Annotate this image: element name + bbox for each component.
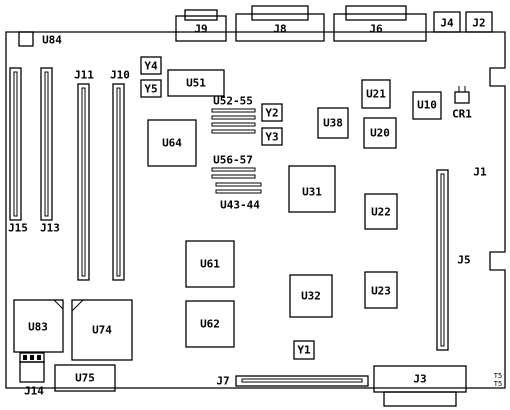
chip-group-u43-44: U43-44 xyxy=(215,182,262,212)
connector-j10: J10 xyxy=(110,69,130,281)
svg-text:U32: U32 xyxy=(301,290,321,303)
chip-u74: U74 xyxy=(71,299,133,361)
svg-text:J10: J10 xyxy=(110,69,130,82)
connector-j11: J11 xyxy=(74,69,94,281)
svg-text:U22: U22 xyxy=(371,206,391,219)
svg-text:J2: J2 xyxy=(472,17,485,30)
connector-j14: J14 xyxy=(19,352,45,398)
chip-u10: U10 xyxy=(412,91,442,120)
crystal-y5: Y5 xyxy=(140,79,162,98)
chip-u83: U83 xyxy=(13,299,64,353)
svg-text:T5: T5 xyxy=(494,372,502,380)
svg-text:J7: J7 xyxy=(216,375,229,388)
svg-text:U74: U74 xyxy=(92,324,112,337)
chip-u23: U23 xyxy=(364,271,398,309)
connector-j8: J8 xyxy=(235,5,325,42)
label-j1: J1 xyxy=(473,166,487,179)
svg-text:U10: U10 xyxy=(417,99,437,112)
svg-text:U61: U61 xyxy=(200,258,220,271)
svg-text:U56-57: U56-57 xyxy=(213,154,253,167)
crystal-y1: Y1 xyxy=(293,340,315,360)
connector-j2: J2 xyxy=(465,11,493,33)
svg-text:Y2: Y2 xyxy=(265,107,278,120)
chip-u51: U51 xyxy=(167,69,225,97)
chip-u31: U31 xyxy=(288,165,336,213)
crystal-y3: Y3 xyxy=(261,127,283,146)
svg-text:U43-44: U43-44 xyxy=(220,199,260,212)
svg-text:T5: T5 xyxy=(494,380,502,388)
svg-text:U21: U21 xyxy=(366,88,386,101)
chip-u22: U22 xyxy=(364,193,398,230)
svg-text:U51: U51 xyxy=(186,77,206,90)
chip-group-u52-55: U52-55 xyxy=(211,95,256,134)
chip-u64: U64 xyxy=(147,119,197,167)
svg-text:U62: U62 xyxy=(200,318,220,331)
svg-text:J8: J8 xyxy=(273,23,286,36)
svg-text:U83: U83 xyxy=(28,321,48,334)
chip-group-u56-57: U56-57 xyxy=(211,154,256,179)
marking-t5: T5 T5 xyxy=(494,372,502,388)
connector-j5: J5 xyxy=(436,169,471,351)
svg-text:U84: U84 xyxy=(42,34,62,47)
svg-text:J6: J6 xyxy=(369,23,383,36)
board-outline xyxy=(5,31,506,389)
svg-text:Y1: Y1 xyxy=(297,344,311,357)
svg-text:J11: J11 xyxy=(74,69,94,82)
svg-text:U64: U64 xyxy=(162,137,182,150)
svg-text:J14: J14 xyxy=(24,385,44,398)
svg-text:Y3: Y3 xyxy=(265,131,278,144)
svg-text:J1: J1 xyxy=(473,166,487,179)
svg-text:U52-55: U52-55 xyxy=(213,95,253,108)
chip-u38: U38 xyxy=(317,107,349,139)
svg-text:U75: U75 xyxy=(75,372,95,385)
svg-text:U31: U31 xyxy=(302,186,322,199)
svg-text:Y5: Y5 xyxy=(144,83,157,96)
svg-text:U38: U38 xyxy=(323,117,343,130)
svg-text:Y4: Y4 xyxy=(144,60,158,73)
svg-text:J4: J4 xyxy=(440,17,454,30)
chip-u84: U84 xyxy=(18,31,62,47)
svg-text:U23: U23 xyxy=(371,285,391,298)
connector-j6: J6 xyxy=(333,5,427,42)
svg-text:J15: J15 xyxy=(8,222,28,235)
svg-text:J9: J9 xyxy=(194,23,207,36)
crystal-y2: Y2 xyxy=(261,103,283,122)
svg-text:J13: J13 xyxy=(40,222,60,235)
chip-u20: U20 xyxy=(363,117,397,149)
connector-j3: J3 xyxy=(373,365,467,407)
chip-u62: U62 xyxy=(185,300,235,348)
svg-text:U20: U20 xyxy=(370,127,390,140)
svg-text:J5: J5 xyxy=(457,254,470,267)
svg-text:J3: J3 xyxy=(413,373,426,386)
svg-text:CR1: CR1 xyxy=(452,108,472,121)
connector-j9: J9 xyxy=(175,9,227,42)
chip-u21: U21 xyxy=(361,79,391,109)
diode-cr1: CR1 xyxy=(452,86,472,121)
crystal-y4: Y4 xyxy=(140,56,162,75)
connector-j15: J15 xyxy=(8,67,28,235)
chip-u32: U32 xyxy=(289,274,333,318)
connector-j13: J13 xyxy=(40,67,60,235)
chip-u61: U61 xyxy=(185,240,235,288)
connector-j4: J4 xyxy=(433,11,461,33)
chip-u75: U75 xyxy=(54,364,116,392)
connector-j7: J7 xyxy=(216,375,369,388)
